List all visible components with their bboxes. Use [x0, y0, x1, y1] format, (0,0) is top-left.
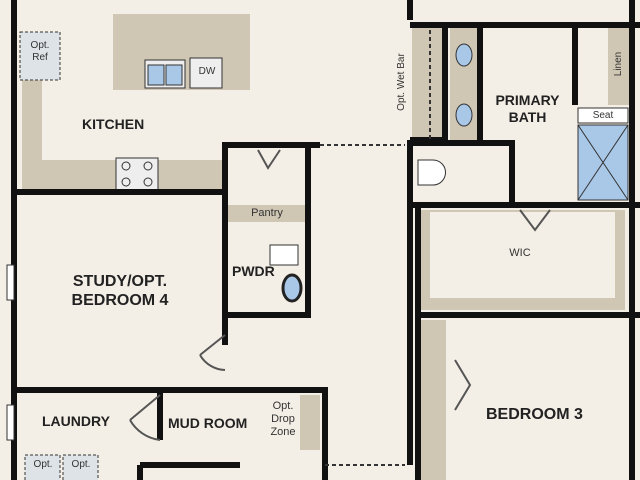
sink-icon: [147, 64, 165, 86]
kitchen-label: KITCHEN: [82, 116, 145, 132]
opt-ref-outline: [19, 31, 61, 81]
doors: [129, 149, 551, 441]
laundry-label: LAUNDRY: [42, 413, 110, 429]
opt-ref-line2: Ref: [32, 52, 48, 63]
dw-label: DW: [198, 66, 216, 77]
seat-label: Seat: [592, 110, 614, 121]
wic-label: WIC: [509, 247, 531, 259]
bedroom3-label: BEDROOM 3: [486, 406, 583, 423]
opt-dryer-label: Opt.: [33, 459, 53, 470]
toilet-icon: [269, 244, 299, 266]
drop-zone-line1: Opt.: [272, 400, 294, 412]
sink-icon: [455, 43, 473, 67]
walls: [11, 0, 640, 480]
pwdr-label: PWDR: [232, 263, 275, 279]
drop-zone-line3: Zone: [270, 426, 296, 439]
primary-bath-line1: PRIMARY: [495, 92, 560, 108]
pantry-label: Pantry: [251, 207, 283, 219]
study-line2: BEDROOM 4: [71, 292, 169, 310]
primary-bath-line2: BATH: [508, 108, 547, 125]
dishwasher: [189, 57, 223, 89]
linen-label: Linen: [613, 51, 624, 77]
drop-zone-line2: Drop: [271, 413, 295, 426]
opt-washer-label: Opt.: [71, 459, 91, 470]
study-line1: STUDY/OPT.: [72, 273, 168, 290]
cooktop-icon: [115, 157, 159, 191]
study-label: STUDY/OPT. BEDROOM 4: [40, 272, 200, 310]
opt-ref-label: Opt.Ref: [22, 40, 58, 64]
toilet-icon: [417, 159, 446, 186]
mud-room-label: MUD ROOM: [168, 415, 248, 431]
wet-bar-counter: [412, 25, 444, 140]
wet-bar-label: Opt. Wet Bar: [396, 53, 407, 111]
opt-ref-line1: Opt.: [30, 40, 50, 51]
